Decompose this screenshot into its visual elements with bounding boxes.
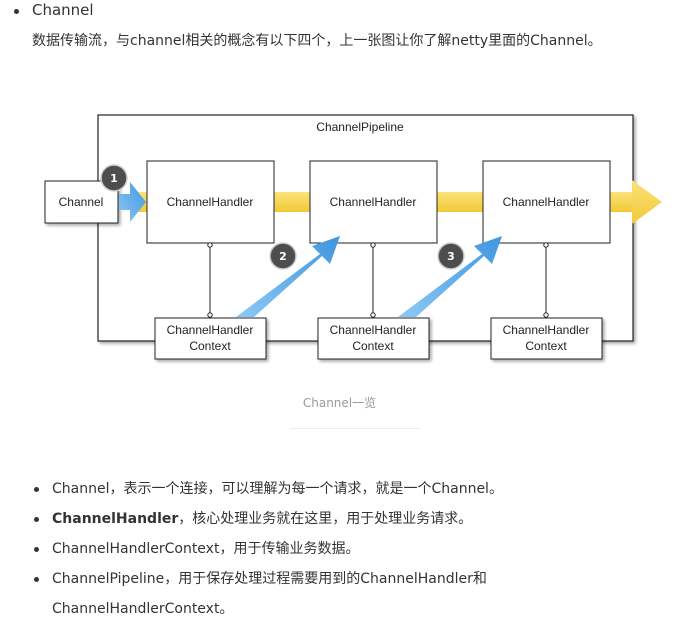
list-item-text: ChannelPipeline，用于保存处理过程需要用到的ChannelHand… xyxy=(52,571,487,587)
context-arrow-3 xyxy=(398,236,502,317)
channel-label: Channel xyxy=(59,195,104,209)
pipeline-label: ChannelPipeline xyxy=(316,120,404,134)
context-label-3a: ChannelHandler xyxy=(503,323,590,337)
handler-label-1: ChannelHandler xyxy=(167,195,254,209)
context-box-3 xyxy=(490,317,603,360)
handler-label-2: ChannelHandler xyxy=(330,195,417,209)
bullet-dot xyxy=(34,577,39,582)
section-description: 数据传输流，与channel相关的概念有以下四个，上一张图让你了解netty里面… xyxy=(32,33,602,49)
handler-box-2 xyxy=(309,160,438,244)
list-item: ChannelHandlerContext，用于传输业务数据。 xyxy=(0,534,679,564)
bullet-dot xyxy=(34,517,39,522)
list-item: ChannelHandler，核心处理业务就在这里，用于处理业务请求。 xyxy=(0,504,679,534)
step-badge-3: 3 xyxy=(437,242,465,270)
context-label-2a: ChannelHandler xyxy=(330,323,417,337)
context-label-1a: ChannelHandler xyxy=(167,323,254,337)
handler-label-3: ChannelHandler xyxy=(503,195,590,209)
bullet-dot xyxy=(34,487,39,492)
step-badge-2: 2 xyxy=(269,242,297,270)
context-label-1b: Context xyxy=(189,339,231,353)
list-item: ChannelPipeline，用于保存处理过程需要用到的ChannelHand… xyxy=(0,564,679,594)
list-item-text: ，核心处理业务就在这里，用于处理业务请求。 xyxy=(178,511,473,527)
list-item-text: ChannelHandlerContext，用于传输业务数据。 xyxy=(52,541,360,557)
context-label-2b: Context xyxy=(352,339,394,353)
concept-list: Channel，表示一个连接，可以理解为每一个请求，就是一个Channel。 C… xyxy=(0,474,679,624)
step-number-3: 3 xyxy=(447,250,455,263)
channel-diagram: ChannelPipeline Channel ChannelHandler C… xyxy=(40,110,670,365)
step-number-2: 2 xyxy=(279,250,287,263)
list-item-continuation: ChannelHandlerContext。 xyxy=(0,594,679,624)
inbound-arrow xyxy=(119,182,146,222)
list-item-text: Channel，表示一个连接，可以理解为每一个请求，就是一个Channel。 xyxy=(52,481,503,497)
caption-divider xyxy=(290,428,420,429)
step-number-1: 1 xyxy=(110,172,118,185)
context-box-1 xyxy=(154,317,267,360)
bullet-dot xyxy=(14,9,19,14)
context-label-3b: Context xyxy=(525,339,567,353)
handler-box-1 xyxy=(146,160,275,244)
figure-caption: Channel一览 xyxy=(302,396,377,410)
list-item-text: ChannelHandlerContext。 xyxy=(52,601,234,617)
connector-lines xyxy=(207,242,549,318)
list-item: Channel，表示一个连接，可以理解为每一个请求，就是一个Channel。 xyxy=(0,474,679,504)
bullet-dot xyxy=(34,547,39,552)
context-arrow-2 xyxy=(236,236,340,317)
section-title: Channel xyxy=(32,1,94,19)
list-item-bold: ChannelHandler xyxy=(52,511,179,527)
step-badge-1: 1 xyxy=(100,164,128,192)
context-box-2 xyxy=(317,317,430,360)
